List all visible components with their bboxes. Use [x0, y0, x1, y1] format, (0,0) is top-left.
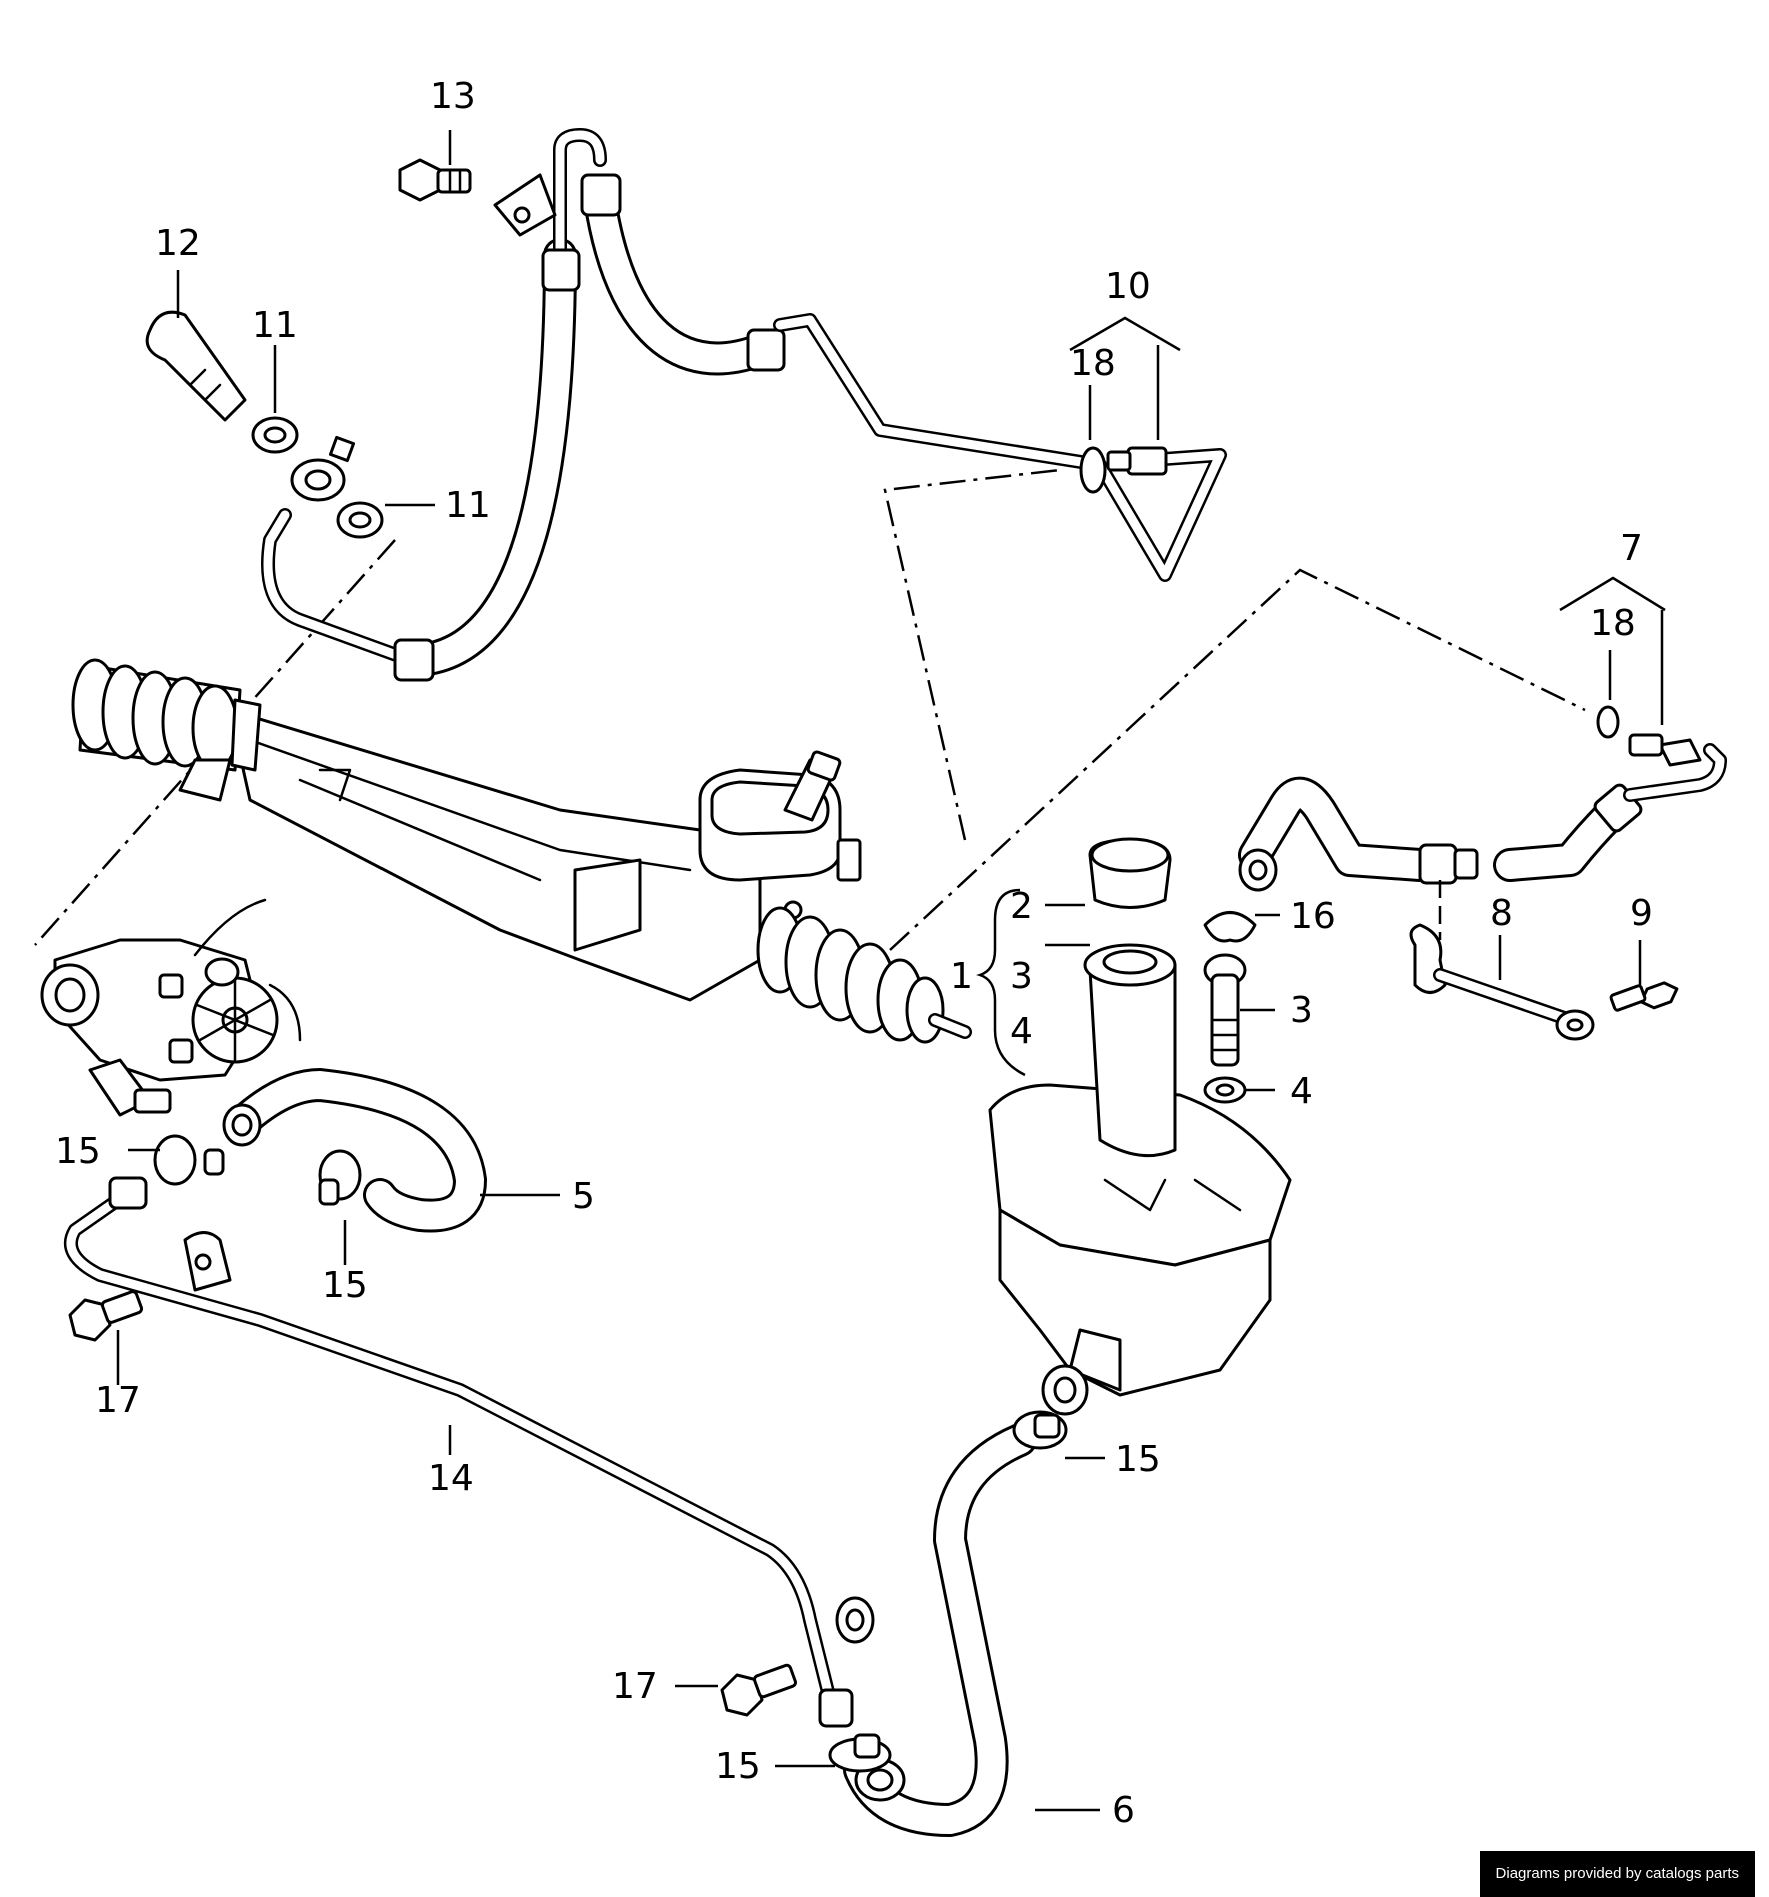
reservoir — [988, 837, 1292, 1416]
callout-9: 9 — [1630, 893, 1653, 934]
callout-14: 14 — [428, 1458, 474, 1499]
steering-rack — [71, 658, 972, 1044]
callout-3: 3 — [1290, 990, 1313, 1031]
callout-15: 15 — [55, 1131, 101, 1172]
callout-16: 16 — [1290, 896, 1336, 937]
callout-15: 15 — [715, 1746, 761, 1787]
bolts-17 — [68, 1290, 797, 1717]
banjo-fitting — [145, 310, 384, 539]
callout-15: 15 — [322, 1265, 368, 1306]
callout-15: 15 — [1115, 1439, 1161, 1480]
credit-banner: Diagrams provided by catalogs parts — [1479, 1851, 1755, 1897]
callout-2: 2 — [1010, 886, 1033, 927]
leader-lines — [116, 130, 1666, 1812]
callout-1: 1 — [950, 956, 973, 997]
reservoir-fasteners — [1203, 911, 1257, 1104]
rack-boot-right — [756, 906, 972, 1044]
callout-4: 4 — [1290, 1071, 1313, 1112]
callout-12: 12 — [155, 223, 201, 264]
construction-lines — [34, 468, 1586, 951]
callout-5: 5 — [572, 1176, 595, 1217]
bolt-13 — [398, 158, 557, 237]
rack-boot-left — [71, 658, 262, 802]
callout-18: 18 — [1070, 343, 1116, 384]
callout-13: 13 — [430, 76, 476, 117]
callout-11: 11 — [252, 305, 298, 346]
callout-11: 11 — [445, 485, 491, 526]
callout-10: 10 — [1105, 266, 1151, 307]
callout-labels: 13 12 11 11 10 18 7 18 2 1 3 4 16 3 4 8 … — [55, 76, 1653, 1831]
callout-4: 4 — [1010, 1011, 1033, 1052]
pipe-14 — [64, 1176, 875, 1728]
clamps-15-upper — [153, 1134, 362, 1206]
bracket-8 — [1409, 880, 1679, 1041]
callout-3: 3 — [1010, 956, 1033, 997]
callout-7: 7 — [1620, 528, 1643, 569]
callout-17: 17 — [95, 1380, 141, 1421]
callout-8: 8 — [1490, 893, 1513, 934]
steering-pump — [40, 898, 302, 1117]
callout-6: 6 — [1112, 1790, 1135, 1831]
callout-17: 17 — [612, 1666, 658, 1707]
return-line-7 — [1238, 705, 1727, 892]
pressure-hose — [261, 128, 607, 682]
hose-5 — [222, 1068, 487, 1233]
callout-18: 18 — [1590, 603, 1636, 644]
hose-6 — [828, 1410, 1068, 1837]
return-hose — [580, 173, 1227, 582]
